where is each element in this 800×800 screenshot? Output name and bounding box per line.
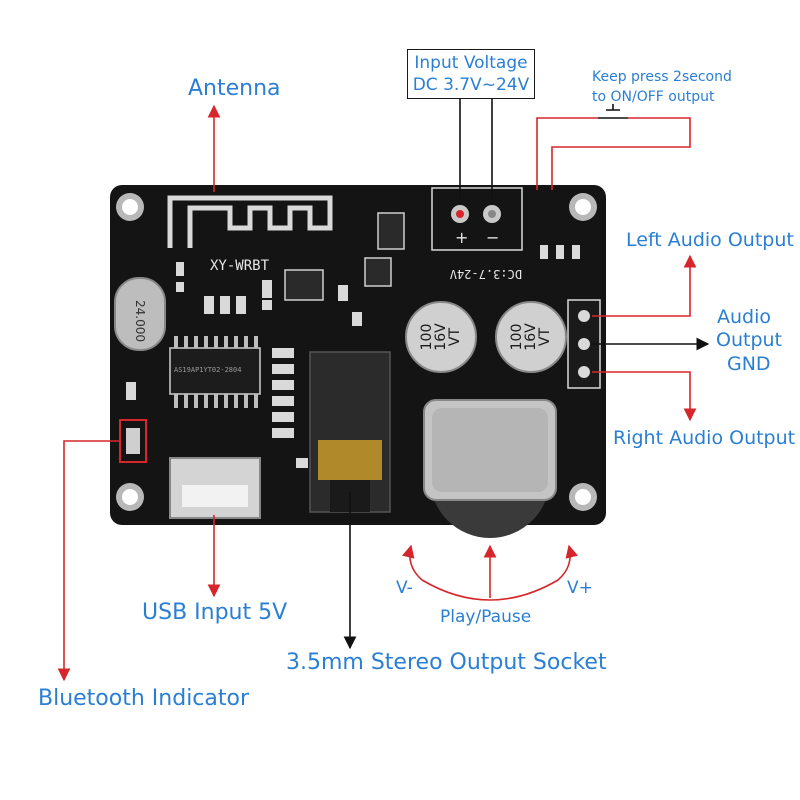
usb-input-label: USB Input 5V (142, 600, 288, 625)
crystal-text: 24.000 (133, 300, 147, 342)
capacitor-left-series: VT (447, 327, 463, 346)
board-model-text: XY-WRBT (210, 258, 270, 274)
board-voltage-text: DC:3.7-24V (450, 267, 522, 281)
power-terminal (431, 187, 523, 251)
right-audio-output-label: Right Audio Output (613, 427, 796, 449)
chip-text: AS19AP1YT02-2804 (174, 366, 241, 374)
play-pause-label: Play/Pause (440, 607, 532, 627)
capacitor-right-text: 100 16V VT (509, 323, 553, 351)
bluetooth-indicator-callout (57, 440, 120, 682)
input-voltage-range: DC 3.7V~24V (412, 75, 530, 95)
capacitor-right-voltage: 16V (523, 323, 539, 351)
switch-line-right (551, 117, 691, 190)
audio-jack (309, 351, 391, 513)
capacitor-right-value: 100 (509, 324, 525, 351)
callout-lines (57, 99, 710, 682)
terminal-minus: − (486, 228, 499, 247)
capacitor-left-voltage: 16V (433, 323, 449, 351)
capacitors (405, 301, 567, 373)
volume-down-arc (402, 544, 423, 581)
audio-output-gnd-line3: GND (727, 353, 771, 375)
antenna-label: Antenna (188, 76, 281, 101)
input-voltage-title: Input Voltage (414, 53, 528, 73)
left-audio-output-label: Left Audio Output (626, 229, 794, 251)
stereo-socket-label: 3.5mm Stereo Output Socket (286, 650, 607, 675)
capacitor-left-value: 100 (419, 324, 435, 351)
terminal-plus: + (455, 228, 468, 247)
bluetooth-indicator-label: Bluetooth Indicator (38, 686, 250, 711)
mounting-holes (116, 193, 597, 511)
bluetooth-chip (169, 336, 261, 408)
capacitor-left-text: 100 16V VT (419, 323, 463, 351)
capacitor-right-series: VT (537, 327, 553, 346)
volume-knob (423, 399, 557, 538)
crystal-oscillator (114, 277, 166, 351)
switch-symbol (598, 104, 628, 119)
keep-press-line2: to ON/OFF output (592, 89, 715, 105)
smd-components (126, 212, 580, 468)
pcb-board (110, 185, 606, 538)
keep-press-line1: Keep press 2second (592, 69, 732, 85)
input-voltage-box: Input Voltage DC 3.7V~24V (407, 49, 535, 99)
volume-down-label: V- (396, 578, 413, 598)
antenna-trace (167, 195, 333, 248)
switch-line-left (536, 117, 598, 190)
audio-output-gnd-line2: Output (716, 329, 782, 351)
right-audio-callout (592, 371, 697, 422)
left-audio-callout (592, 254, 697, 317)
audio-output-gnd-line1: Audio (717, 306, 772, 328)
volume-up-label: V+ (567, 578, 593, 598)
volume-arc (421, 579, 559, 601)
volume-up-arc (557, 544, 578, 581)
usb-port (169, 457, 261, 519)
